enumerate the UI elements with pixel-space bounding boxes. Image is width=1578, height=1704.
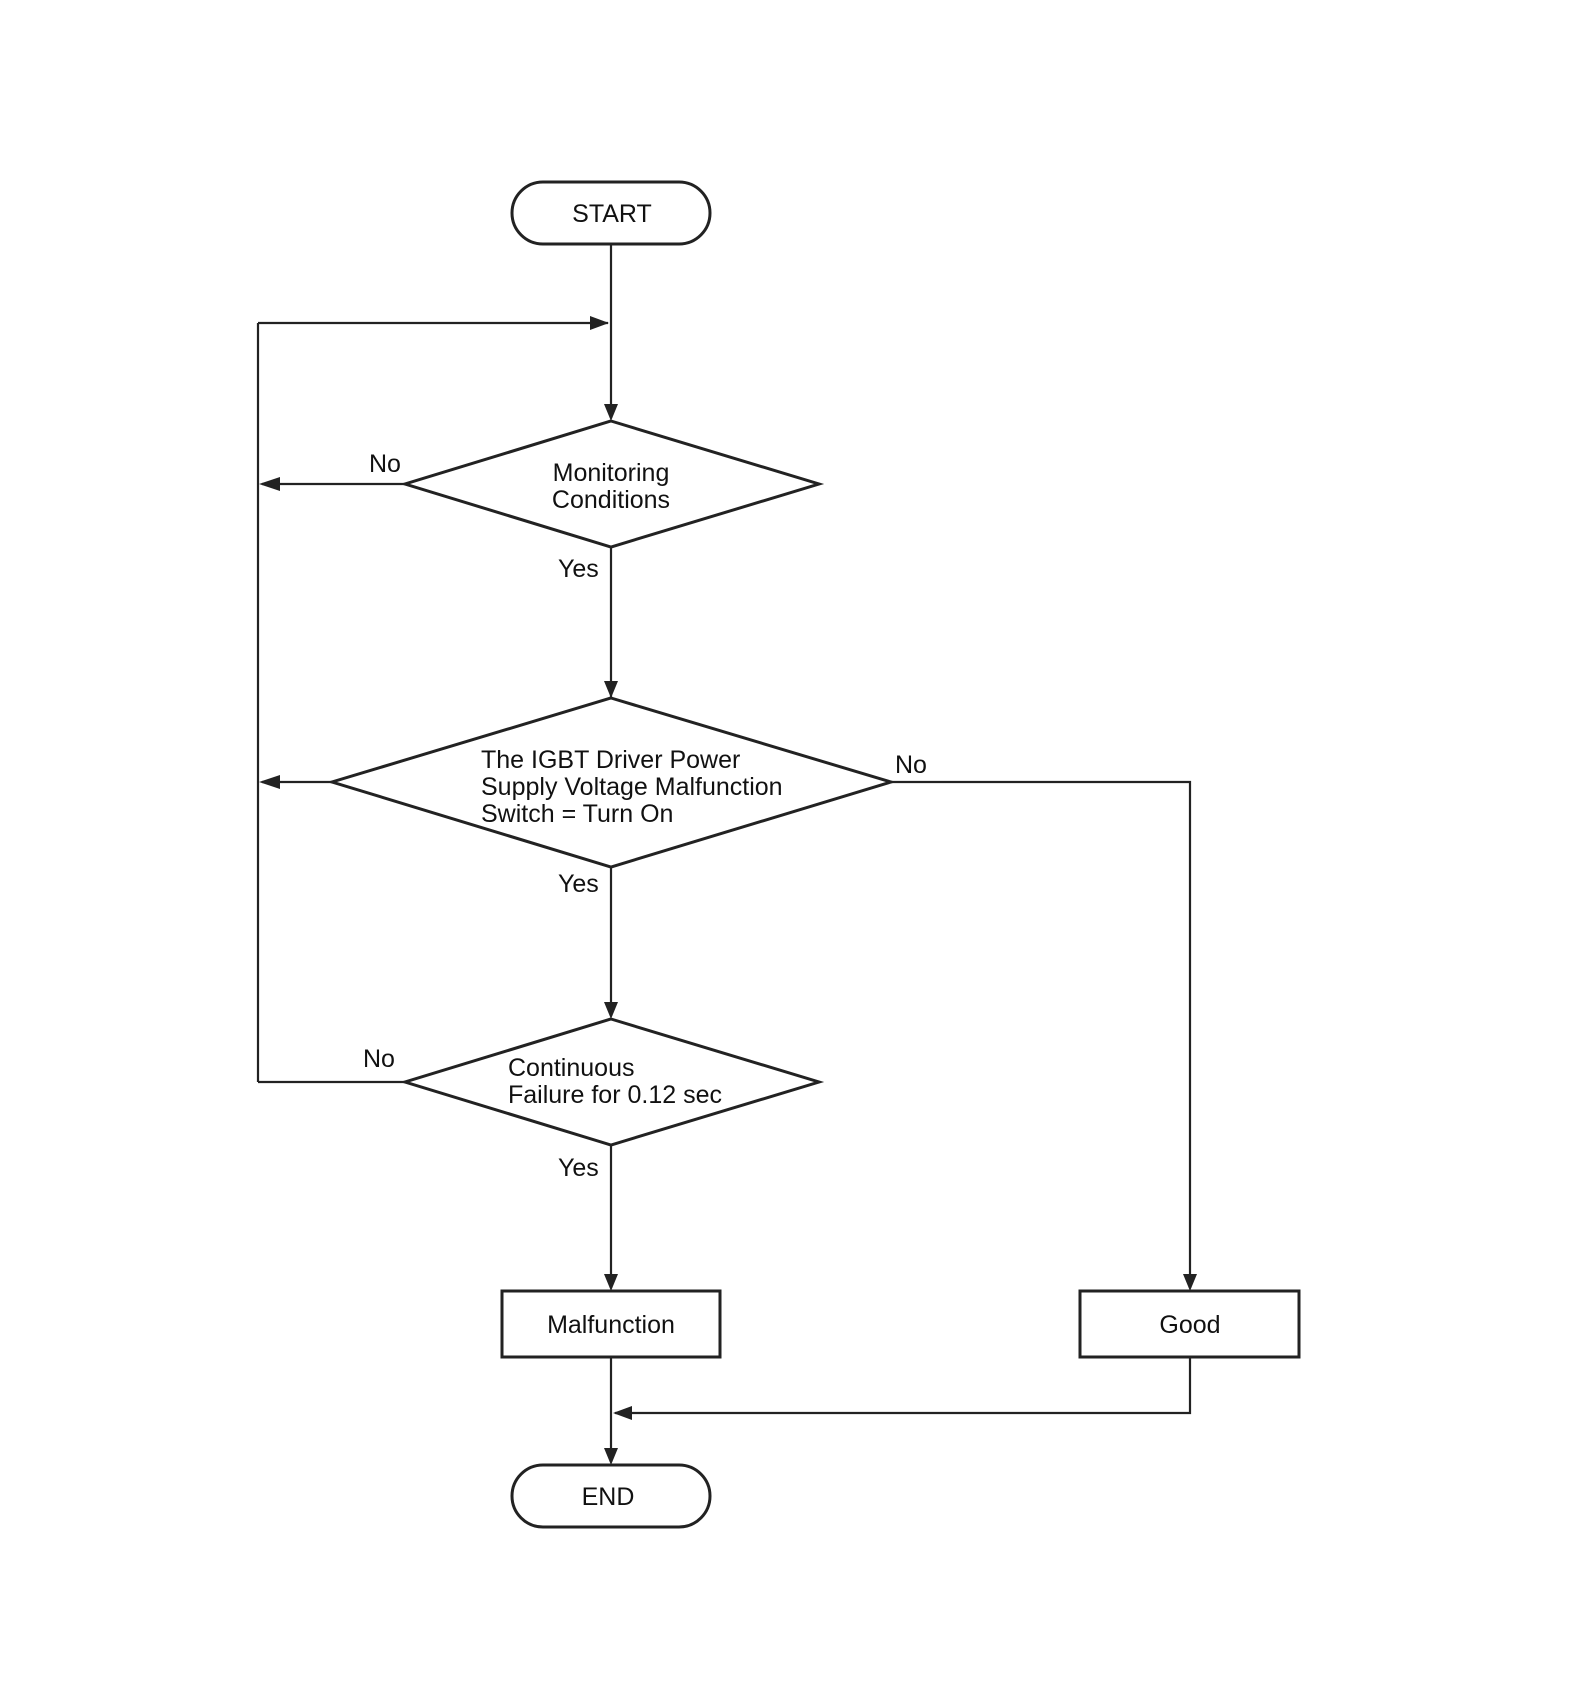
- monitoring-yes-label: Yes: [558, 555, 599, 583]
- igbt-label-line-2: Supply Voltage Malfunction: [481, 773, 783, 801]
- end-node: END: [510, 1463, 712, 1529]
- end-terminator: [510, 1463, 712, 1529]
- monitoring-no-label: No: [369, 450, 401, 478]
- edge-igbt-no-to-good: [891, 780, 1192, 1288]
- connectors: [256, 244, 1197, 1465]
- monitoring-label-line-1: Monitoring: [553, 459, 670, 487]
- good-box: [1078, 1289, 1301, 1359]
- igbt-label-line-3: Switch = Turn On: [481, 800, 673, 828]
- arrowhead: [604, 681, 618, 698]
- arrowhead: [604, 1002, 618, 1019]
- monitoring-label-line-2: Conditions: [552, 486, 670, 514]
- arrowhead: [604, 404, 618, 421]
- arrowhead: [1183, 1274, 1197, 1291]
- igbt-decision: The IGBT Driver Power Supply Voltage Mal…: [326, 696, 897, 869]
- branch-labels: No Yes No Yes No Yes: [363, 450, 927, 1182]
- continuous-label-line-2: Failure for 0.12 sec: [508, 1081, 722, 1109]
- malfunction-label: Malfunction: [547, 1311, 675, 1339]
- igbt-no-label: No: [895, 751, 927, 779]
- igbt-diamond: [326, 696, 897, 869]
- arrowhead: [590, 316, 609, 330]
- igbt-yes-label: Yes: [558, 870, 599, 898]
- arrowhead: [604, 1448, 618, 1465]
- start-node: START: [510, 180, 712, 246]
- monitoring-diamond: [399, 419, 825, 549]
- continuous-yes-label: Yes: [558, 1154, 599, 1182]
- end-label: END: [582, 1483, 635, 1511]
- malfunction-box: [500, 1289, 722, 1359]
- arrowhead: [613, 1406, 632, 1420]
- arrowhead: [259, 775, 280, 789]
- malfunction-node: Malfunction: [500, 1289, 722, 1359]
- monitoring-decision: Monitoring Conditions: [399, 419, 825, 549]
- continuous-diamond: [399, 1017, 825, 1147]
- start-label: START: [572, 200, 652, 228]
- igbt-label-line-1: The IGBT Driver Power: [481, 746, 740, 774]
- continuous-label-line-1: Continuous: [508, 1054, 634, 1082]
- start-terminator: [510, 180, 712, 246]
- good-label: Good: [1159, 1311, 1220, 1339]
- good-node: Good: [1078, 1289, 1301, 1359]
- edge-good-to-merge: [615, 1357, 1192, 1415]
- continuous-no-label: No: [363, 1045, 395, 1073]
- arrowhead: [604, 1274, 618, 1291]
- arrowhead: [259, 477, 280, 491]
- continuous-decision: Continuous Failure for 0.12 sec: [399, 1017, 825, 1147]
